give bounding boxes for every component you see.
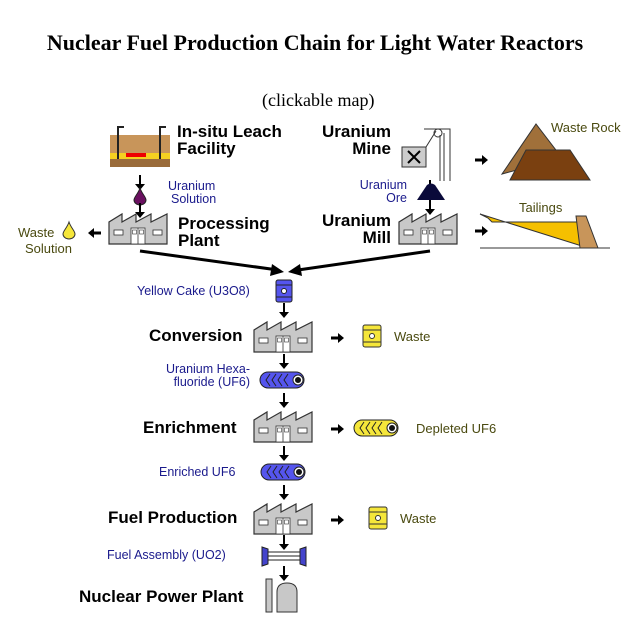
yellow-cake-drum-icon[interactable] [275,279,293,303]
right-arrow-icon [329,422,346,436]
fuel-assembly-label[interactable]: Fuel Assembly (UO2) [107,548,226,562]
nuclear-power-plant-icon[interactable] [265,578,301,613]
insitu-line2: Facility [177,139,236,158]
down-arrow-icon [278,302,290,319]
ore-line2: Ore [386,191,407,205]
mine-line1: Uranium [322,122,391,141]
enriched-uf6-label[interactable]: Enriched UF6 [159,465,236,479]
right-arrow-icon [329,331,346,345]
fuel-waste-drum-icon[interactable] [368,506,388,530]
conversion-label[interactable]: Conversion [149,326,243,345]
waste-rock-label[interactable]: Waste Rock [551,120,621,135]
mill-line2: Mill [362,228,391,247]
uf6-label[interactable]: Uranium Hexa-fluoride (UF6) [140,363,250,389]
uranium-solution-drop-icon[interactable] [133,186,147,206]
processing-line1: Processing [178,214,270,233]
nuclear-power-plant-label[interactable]: Nuclear Power Plant [79,587,244,606]
down-arrow-icon [278,353,290,370]
depleted-uf6-label[interactable]: Depleted UF6 [416,421,497,436]
solution-line1: Uranium [168,179,216,193]
waste-rock-icon[interactable] [500,122,592,182]
page-title: Nuclear Fuel Production Chain for Light … [46,30,584,55]
fuel-assembly-icon[interactable] [261,546,307,567]
yellow-cake-label[interactable]: Yellow Cake (U3O8) [137,284,250,298]
processing-line2: Plant [178,231,220,250]
enriched-uf6-cylinder-icon[interactable] [259,463,309,481]
waste-solution-drop-icon[interactable] [62,220,76,240]
conversion-plant-icon[interactable] [253,318,313,353]
insitu-line1: In-situ Leach [177,122,282,141]
fuel-production-plant-icon[interactable] [253,500,313,535]
down-arrow-icon [278,392,290,409]
depleted-uf6-cylinder-icon[interactable] [352,419,402,437]
fuel-waste-label[interactable]: Waste [400,511,437,526]
fuel-production-label[interactable]: Fuel Production [108,508,238,527]
tailings-label[interactable]: Tailings [519,200,563,215]
waste-solution-label-2[interactable]: Solution [25,241,72,256]
tailings-icon[interactable] [479,212,610,252]
conversion-waste-label[interactable]: Waste [394,329,431,344]
down-arrow-icon [278,484,290,501]
uf6-cylinder-icon[interactable] [258,371,308,389]
right-arrow-icon [329,513,346,527]
enrichment-label[interactable]: Enrichment [143,418,237,437]
mill-line1: Uranium [322,211,391,230]
uf6-line1: Uranium Hexa- [165,362,250,376]
down-arrow-icon [278,445,290,462]
left-arrow-icon [86,226,103,240]
uranium-ore-pile-icon[interactable] [417,183,445,201]
clickable-map-caption: (clickable map) [262,90,375,110]
insitu-leach-icon[interactable] [110,125,170,167]
uranium-mine-icon[interactable] [400,125,454,181]
conversion-waste-drum-icon[interactable] [362,324,382,348]
mine-line2: Mine [352,139,391,158]
enrichment-plant-icon[interactable] [253,408,313,443]
uranium-mill-icon[interactable] [398,210,458,245]
solution-line2: Solution [171,192,217,206]
processing-plant-icon[interactable] [108,210,168,245]
ore-line1: Uranium [359,178,407,192]
uf6-line2: fluoride (UF6) [173,375,250,389]
waste-solution-label-1[interactable]: Waste [18,225,55,240]
right-arrow-icon [473,153,490,167]
